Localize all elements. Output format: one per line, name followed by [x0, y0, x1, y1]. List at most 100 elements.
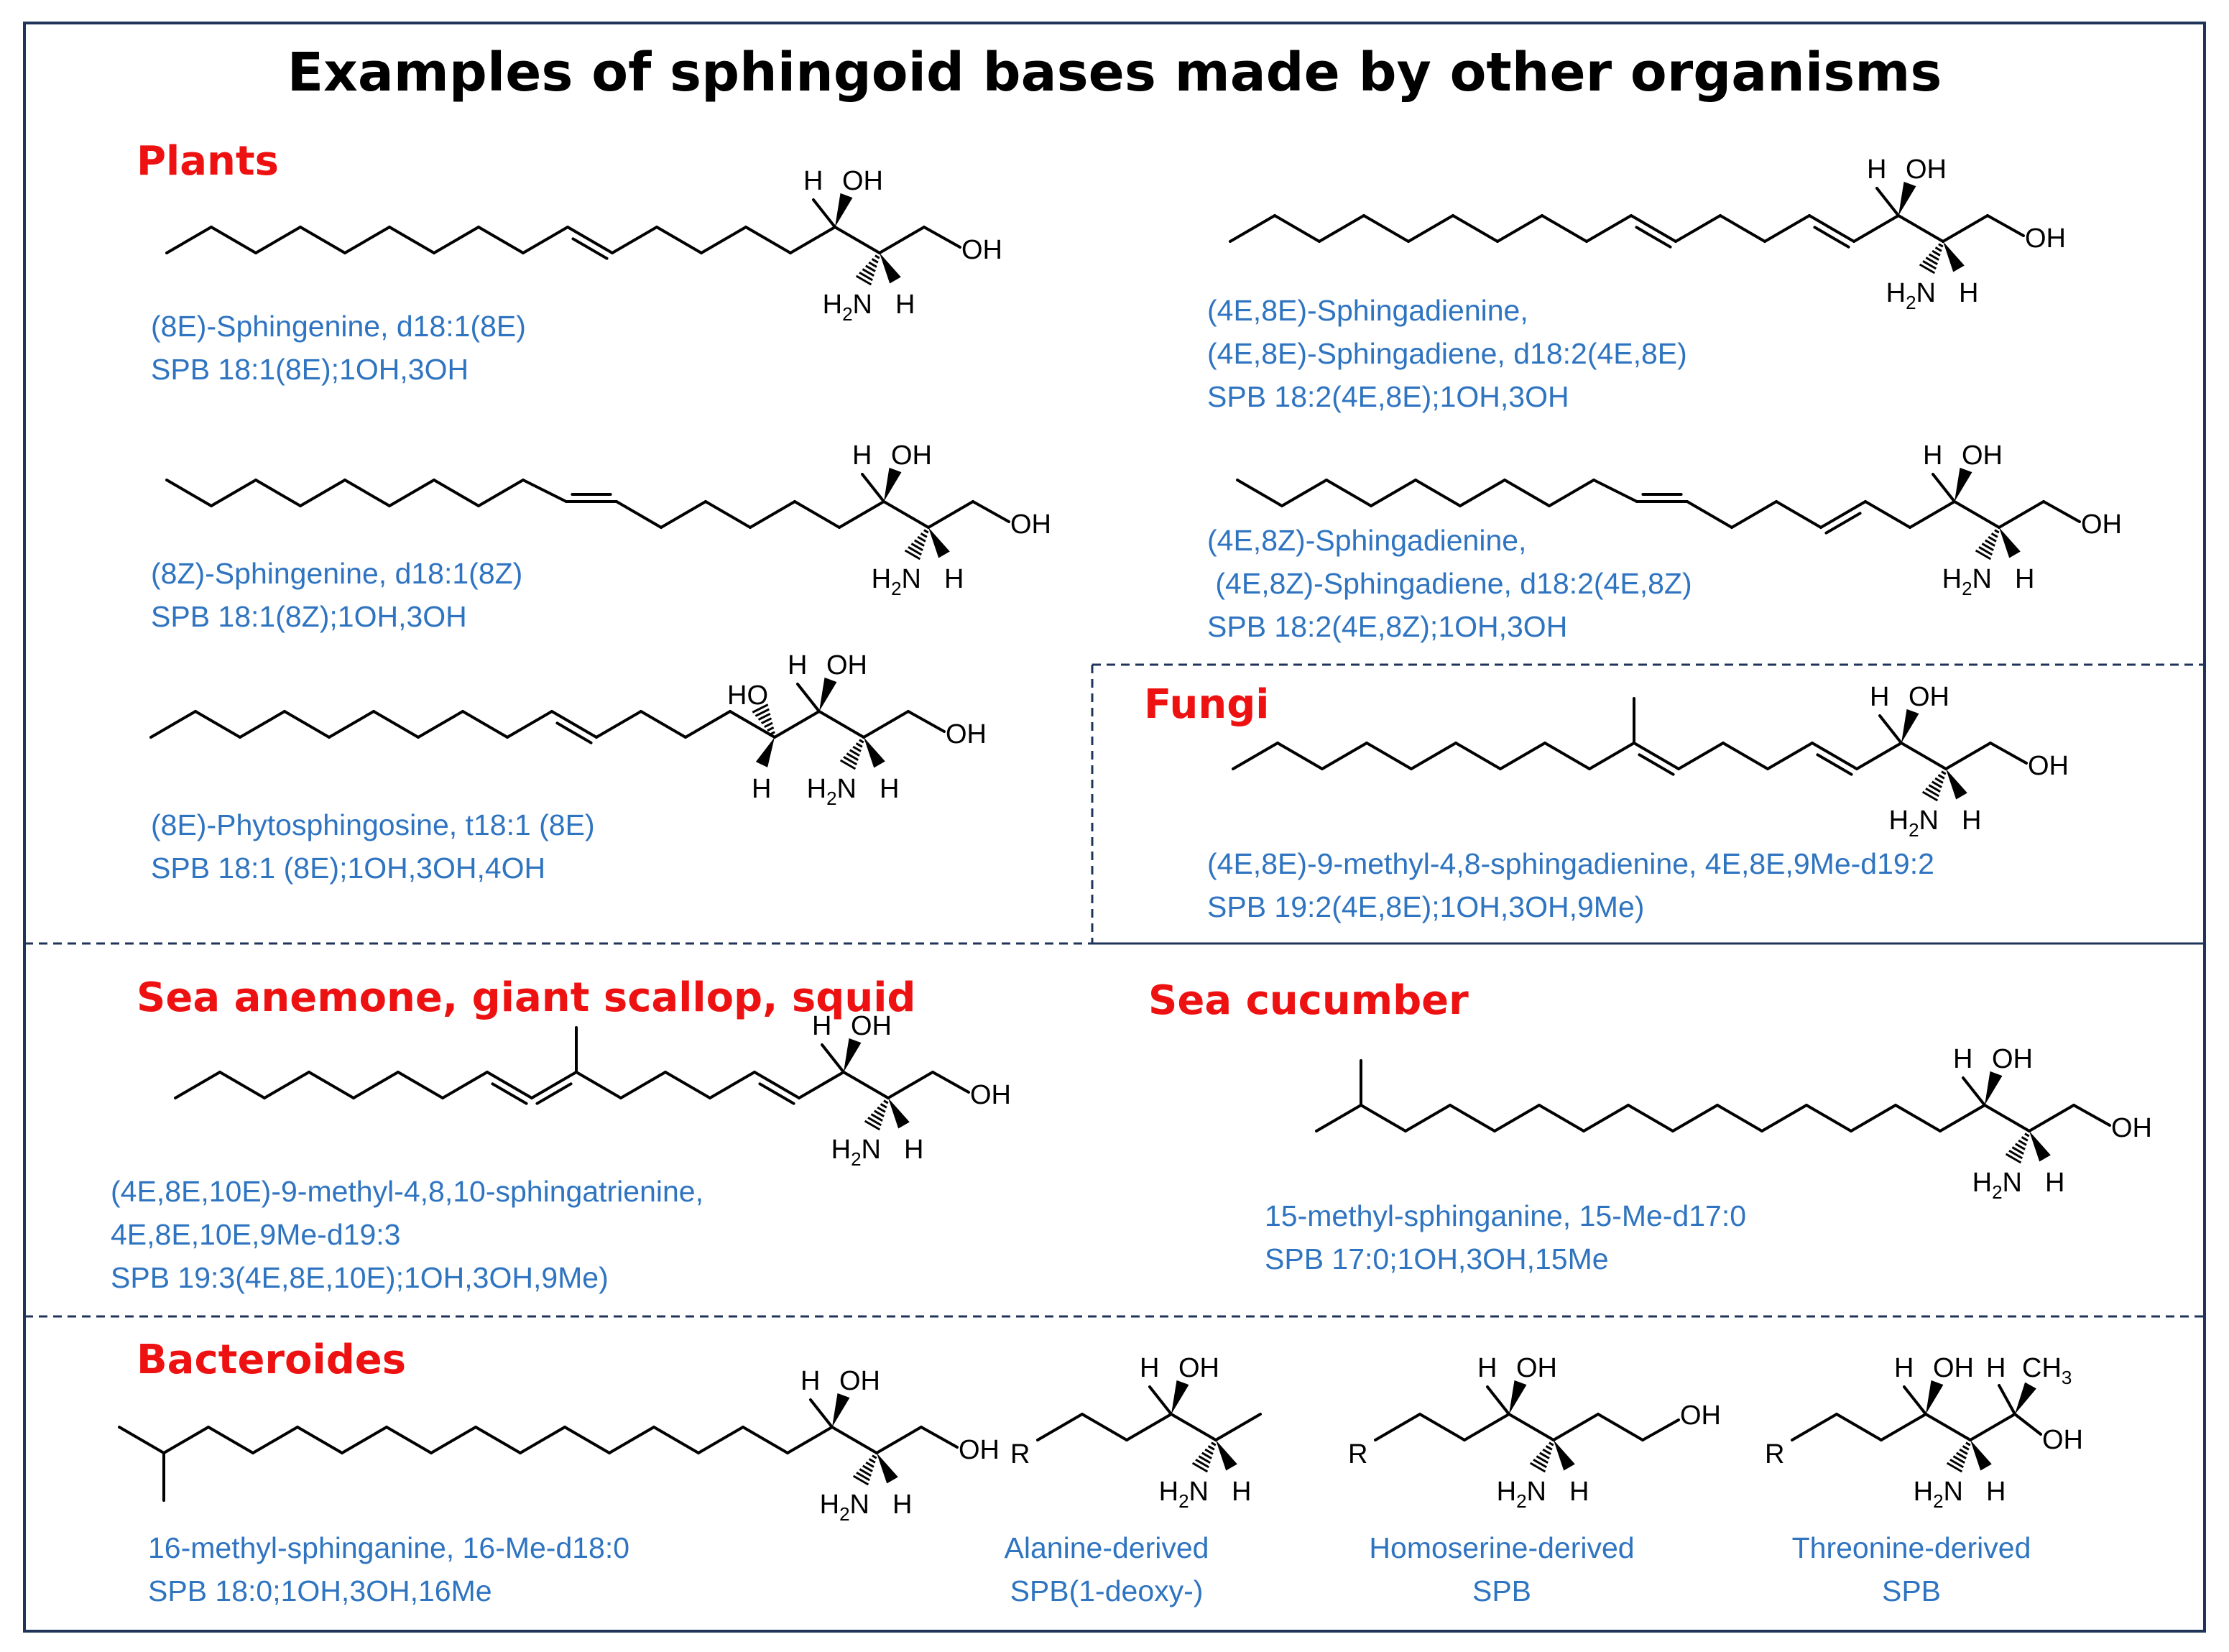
c2-n-hashed	[1191, 1441, 1217, 1473]
c3-c2-bond	[1924, 1413, 1972, 1441]
chain-bond	[1730, 500, 1778, 529]
chain-bond	[296, 1426, 343, 1454]
c2-h-wedge	[1946, 769, 1967, 800]
c3-h-bond	[1962, 1076, 1986, 1107]
chain-bond	[477, 479, 525, 507]
compound-shorthand: SPB 18:2(4E,8Z);1OH,3OH	[1207, 610, 1568, 643]
chain-bond	[798, 1071, 845, 1099]
chain-bond	[385, 1426, 433, 1454]
c2-h-wedge	[1943, 241, 1965, 272]
c2-c1-bond	[1998, 500, 2045, 529]
hash-stroke	[1949, 1458, 1965, 1469]
hydrogen-label: H	[1870, 682, 1889, 712]
r-group-label: R	[1765, 1439, 1784, 1469]
section-heading-sea-cucumber: Sea cucumber	[1148, 977, 1469, 1024]
hash-stroke	[867, 1116, 882, 1127]
chain-bond	[1543, 742, 1591, 770]
hash-stroke	[849, 749, 860, 757]
hash-stroke	[2015, 1143, 2026, 1150]
chain-bond	[1775, 500, 1822, 529]
hydroxyl-label: OH	[970, 1080, 1011, 1110]
hash-stroke	[910, 543, 923, 552]
c3-oh-wedge	[1926, 1380, 1944, 1414]
chain-bond	[530, 1071, 578, 1099]
compound-label-alanine-derived: Alanine-derived SPB(1-deoxy-)	[963, 1526, 1250, 1612]
chain-bond	[1318, 214, 1365, 243]
c3-oh-wedge	[1955, 467, 1972, 502]
amine-label: H2N	[807, 774, 857, 809]
chain-bond	[486, 1071, 533, 1099]
chain-bond	[1850, 1104, 1897, 1132]
c1-o-bond	[931, 1071, 970, 1094]
c2-c1-methyl-bond	[1214, 1413, 1262, 1441]
chain-bond	[1321, 742, 1368, 770]
hydroxyl-label: OH	[2025, 223, 2066, 254]
c1-o-bond	[2072, 1104, 2111, 1127]
compound-shorthand: SPB 18:1 (8E);1OH,3OH,4OH	[151, 852, 546, 885]
chain-bond	[1597, 1413, 1644, 1441]
hydrogen-label: H	[1867, 154, 1886, 185]
c3-c2-bond	[1897, 214, 1944, 243]
chain-bond	[1548, 479, 1595, 507]
chain-bond	[1236, 479, 1283, 507]
hydrogen-label: H	[904, 1135, 923, 1165]
chain-bond	[461, 710, 509, 739]
hash-stroke	[1921, 790, 1939, 802]
hash-stroke	[1929, 253, 1939, 261]
hash-stroke	[2024, 1132, 2030, 1138]
compound-shorthand: SPB 17:0;1OH,3OH,15Me	[1265, 1242, 1609, 1275]
chain-bond	[1276, 742, 1324, 770]
chain-bond	[174, 1071, 221, 1099]
hydroxyl-label: OH	[839, 1366, 880, 1396]
c3-c2-bond	[818, 710, 865, 739]
chain-bond	[563, 1426, 611, 1454]
chain-bond	[1499, 742, 1546, 770]
chain-bond	[1819, 500, 1867, 529]
c3-h-bond	[861, 473, 885, 503]
chain-bond	[1503, 479, 1551, 507]
hash-stroke	[1938, 243, 1944, 248]
compound-name: (8Z)-Sphingenine, d18:1(8Z)	[151, 557, 523, 590]
hydrogen-label: H	[892, 1490, 912, 1520]
c2-c1-bond	[2028, 1104, 2075, 1132]
c1-o-bond	[1986, 214, 2025, 237]
hash-stroke	[843, 755, 858, 766]
c2-h-wedge	[1970, 1440, 1992, 1471]
c1-o-bond	[920, 1426, 959, 1449]
chain-bond	[254, 226, 302, 254]
hash-stroke	[871, 258, 879, 264]
chain-bond	[786, 1426, 834, 1454]
chain-bond	[753, 1071, 800, 1099]
chain-bond	[1452, 214, 1499, 243]
hydrogen-label: H	[800, 1366, 820, 1396]
hydroxyl-label: OH	[1680, 1400, 1721, 1431]
compound-name: (8E)-Phytosphingosine, t18:1 (8E)	[151, 808, 595, 841]
hash-stroke	[1545, 1445, 1553, 1451]
chain-bond	[550, 710, 598, 739]
compound-label-8z-sphingenine: (8Z)-Sphingenine, d18:1(8Z) SPB 18:1(8Z)…	[151, 552, 522, 638]
hash-stroke	[1201, 1452, 1212, 1459]
chain-bond	[1585, 214, 1633, 243]
hash-stroke	[904, 549, 921, 560]
chain-bond	[1808, 214, 1855, 243]
chain-bond	[729, 710, 776, 739]
chain-bond	[210, 479, 257, 507]
chain-bond	[1763, 214, 1811, 243]
hash-stroke	[1988, 535, 1997, 543]
chain-bond	[1588, 742, 1635, 770]
section-heading-bacteroides: Bacteroides	[137, 1337, 407, 1383]
hash-stroke	[2018, 1139, 2027, 1146]
c4-h-wedge	[755, 737, 775, 767]
compound-shorthand: SPB	[1472, 1574, 1532, 1607]
c2-h-wedge	[1554, 1440, 1575, 1471]
c3-h-bond	[1932, 473, 1956, 503]
c3-oh-wedge	[819, 677, 837, 711]
double-bond-line	[555, 721, 593, 744]
c2-n-hashed	[1919, 243, 1944, 274]
hash-stroke	[1204, 1448, 1214, 1455]
chain-bond	[1407, 214, 1454, 243]
chain-bond	[352, 1071, 400, 1099]
chain-bond	[575, 1071, 622, 1099]
